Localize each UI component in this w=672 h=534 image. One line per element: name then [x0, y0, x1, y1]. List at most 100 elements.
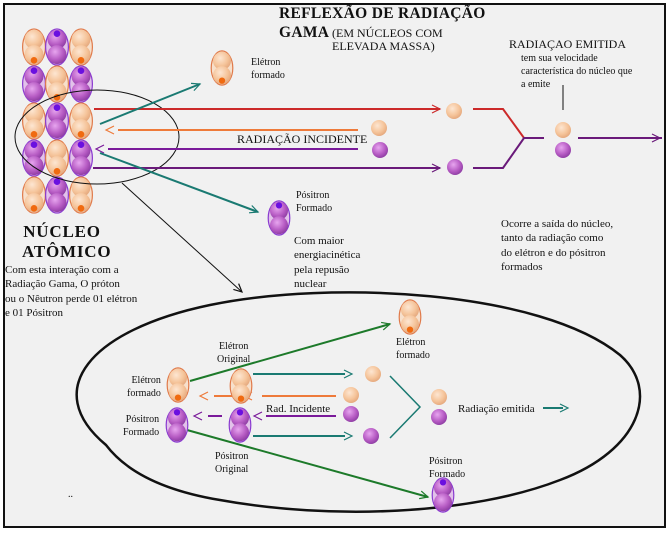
positron-nucleon	[22, 65, 46, 103]
purple-merge-line	[473, 137, 544, 169]
positron-ejection-line	[99, 152, 259, 213]
electron-formed-label-top: Elétron formado	[251, 57, 285, 81]
nucleon-sphere	[169, 368, 187, 387]
positron-formed-label-top: Pósitron Formado	[296, 190, 333, 214]
arrowhead-icon	[190, 82, 202, 92]
nucleon-sphere	[232, 369, 250, 388]
nucleon-sphere	[24, 156, 44, 176]
positron-formed-label-right: Pósitron Formado	[429, 456, 466, 480]
arrowhead-icon	[94, 144, 105, 154]
nucleon-sphere	[71, 140, 91, 160]
nucleon-sphere	[71, 29, 91, 49]
emitted-radiation-note: tem sua velocidade característica do núc…	[521, 53, 633, 90]
arrowhead-icon	[419, 490, 430, 500]
nucleon-sphere	[47, 193, 67, 213]
electron-dot	[237, 395, 245, 402]
electron-nucleon	[68, 102, 93, 140]
positron-dot	[30, 141, 38, 149]
nucleon-sphere	[71, 103, 91, 123]
electron-dot	[218, 77, 226, 84]
electron-particle	[431, 389, 447, 405]
arrowhead-icon	[431, 163, 442, 173]
nucleon-sphere	[24, 193, 44, 213]
positron-formed-label-left: Pósitron Formado	[123, 414, 160, 438]
electron-nucleon	[68, 176, 93, 214]
incident-label-detail: Rad. Incidente	[266, 403, 331, 415]
arrowhead-icon	[431, 104, 442, 114]
arrowhead-icon	[559, 403, 570, 413]
nucleon-sphere	[24, 45, 44, 65]
electron-nucleon	[210, 50, 234, 86]
nucleon-sphere	[71, 119, 91, 139]
nucleon-sphere	[168, 423, 186, 442]
positron-nucleon	[267, 200, 291, 236]
red-merge-line	[473, 108, 544, 139]
nucleon-sphere	[434, 478, 452, 497]
particles	[165, 50, 571, 513]
nucleon-sphere	[47, 66, 67, 86]
nucleon-sphere	[47, 140, 67, 160]
electron-dot	[77, 130, 85, 138]
positron-dot	[53, 104, 61, 112]
nucleus-grid	[22, 28, 93, 214]
pointer-line	[121, 182, 243, 293]
nucleon-sphere	[71, 193, 91, 213]
arrowhead-icon	[233, 283, 244, 293]
positron-particle	[555, 142, 571, 158]
nucleon-sphere	[71, 156, 91, 176]
title-line2: GAMA	[279, 24, 330, 41]
nucleon-sphere	[232, 384, 250, 403]
positron-particle	[447, 159, 463, 175]
electron-particle	[365, 366, 381, 382]
positron-nucleon	[44, 28, 69, 66]
electron-particle	[555, 122, 571, 138]
arrowhead-icon	[198, 391, 209, 401]
arrowhead-icon	[248, 205, 260, 214]
positron-nucleon	[44, 102, 69, 140]
emitted-label-detail: Radiação emitida	[458, 403, 535, 415]
positron-particle	[431, 409, 447, 425]
positron-nucleon	[22, 139, 46, 177]
nucleon-sphere	[71, 45, 91, 65]
positron-particle	[343, 406, 359, 422]
nucleon-sphere	[434, 493, 452, 512]
positron-dot	[275, 202, 283, 209]
nucleon-sphere	[213, 51, 231, 70]
positron-dot	[53, 178, 61, 186]
electron-nucleon	[229, 368, 253, 404]
arrowhead-icon	[381, 321, 392, 331]
nucleon-sphere	[270, 216, 288, 235]
nucleon-sphere	[47, 45, 67, 65]
trajectory-lines	[14, 82, 662, 513]
nucleon-sphere	[401, 315, 419, 334]
arrowhead-icon	[343, 369, 354, 379]
arrowhead-icon	[104, 125, 115, 135]
electron-dot	[30, 56, 38, 64]
nucleus-description: Com esta interação com a Radiação Gama, …	[5, 264, 138, 319]
footnote-dots: ..	[68, 489, 73, 500]
nucleon-sphere	[168, 408, 186, 427]
electron-particle	[446, 103, 462, 119]
positron-nucleon	[44, 176, 69, 214]
highlight-ellipse	[14, 89, 180, 185]
nucleon-sphere	[24, 119, 44, 139]
positron-nucleon	[431, 477, 455, 513]
positron-nucleon	[228, 407, 252, 443]
nucleus-label: NÚCLEO ATÔMICO	[22, 222, 112, 262]
title-line1: REFLEXÃO DE RADIAÇÃO	[279, 5, 486, 22]
nucleon-sphere	[24, 29, 44, 49]
positron-dot	[173, 409, 181, 416]
electron-dot	[30, 204, 38, 212]
electron-dot	[406, 326, 414, 333]
electron-ejection-line	[99, 83, 201, 125]
electron-dot	[174, 394, 182, 401]
arrowhead-icon	[192, 411, 203, 421]
electron-original-label: Elétron Original	[217, 341, 251, 365]
arrowhead-icon	[343, 431, 354, 441]
electron-formed-label-right: Elétron formado	[396, 337, 430, 361]
nucleon-sphere	[47, 156, 67, 176]
emitted-radiation-title: RADIAÇAO EMITIDA	[509, 37, 626, 51]
title-subtitle: (EM NÚCLEOS COM ELEVADA MASSA)	[332, 26, 443, 54]
electron-nucleon	[22, 102, 46, 140]
